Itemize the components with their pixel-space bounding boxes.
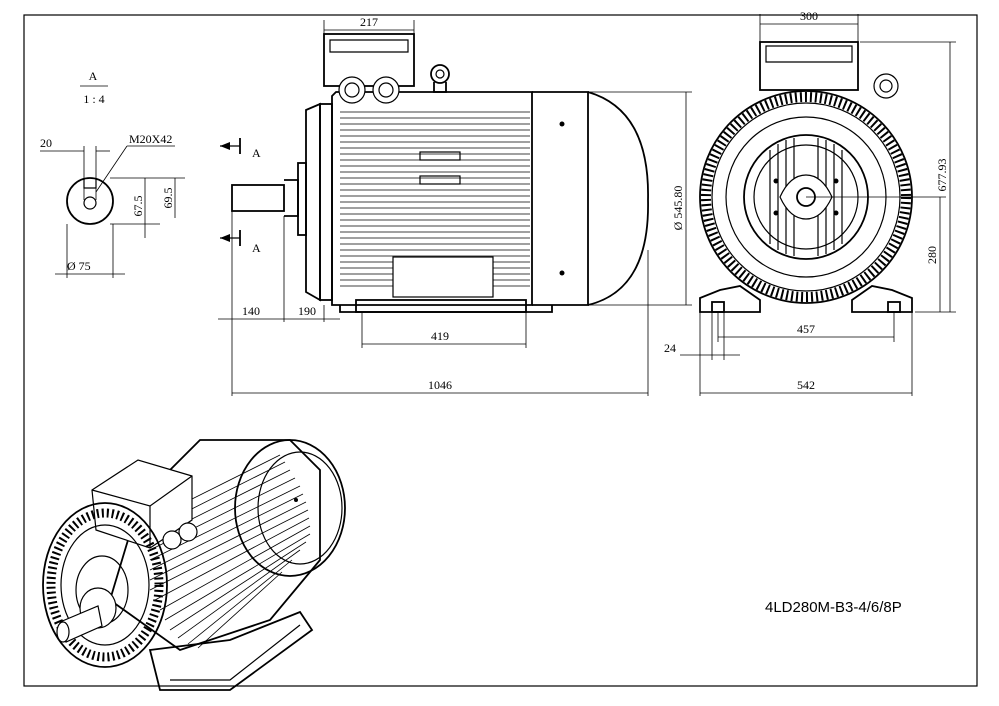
cut-mark-bottom: A	[252, 241, 261, 255]
end-view: 300 677.93 280 457 24 542	[664, 9, 956, 396]
overall-length-dim: 1046	[428, 378, 452, 392]
section-cut-marks: A A	[220, 138, 261, 255]
keyway-width-dim: 20	[40, 136, 52, 150]
drawing-frame	[23, 14, 978, 687]
side-terminal-box-dim: 217	[360, 15, 378, 29]
foot-bolt-spacing-dim: 457	[797, 322, 815, 336]
foot-width-dim: 542	[797, 378, 815, 392]
end-terminal-box-dim: 300	[800, 9, 818, 23]
section-letter: A	[89, 69, 98, 83]
flange-offset-dim: 190	[298, 304, 316, 318]
section-dim-inner: 67.5	[131, 196, 145, 217]
side-view: 217 140 190 419 1046 Ø 545.80	[218, 15, 692, 396]
shaft-section-view: A 1 : 4 20 M20X42 67.5 69.5 Ø 75	[40, 69, 185, 278]
section-dim-outer: 69.5	[161, 188, 175, 209]
shaft-length-dim: 140	[242, 304, 260, 318]
body-diameter-dim: Ø 545.80	[671, 186, 685, 231]
shaft-diameter-dim: Ø 75	[67, 259, 91, 273]
section-scale: 1 : 4	[83, 92, 104, 106]
foot-hole-spacing-dim: 419	[431, 329, 449, 343]
thread-callout: M20X42	[129, 132, 172, 146]
overall-height-dim: 677.93	[935, 159, 949, 192]
isometric-motor-view	[42, 439, 346, 691]
shaft-height-dim: 280	[925, 246, 939, 264]
cut-mark-top: A	[252, 146, 261, 160]
foot-hole-dim: 24	[664, 341, 676, 355]
model-label: 4LD280M-B3-4/6/8P	[765, 599, 902, 616]
